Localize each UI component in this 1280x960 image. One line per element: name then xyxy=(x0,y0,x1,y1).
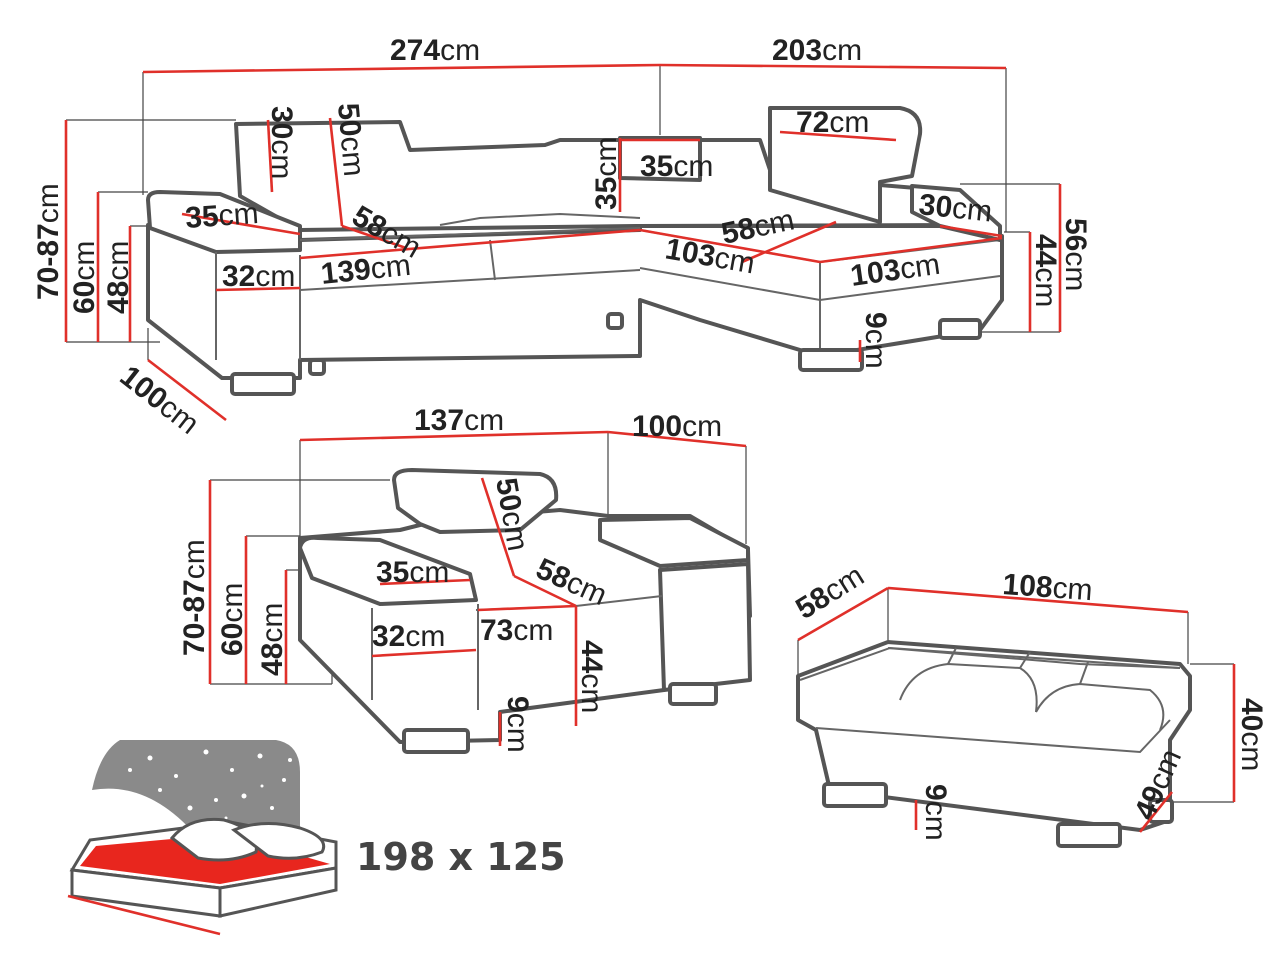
dim-label: 58cm xyxy=(790,559,870,626)
dim-label: 9cm xyxy=(919,784,952,841)
dim-label: 72cm xyxy=(796,106,869,139)
armchair-leg xyxy=(668,682,718,706)
dim-label: 32cm xyxy=(372,620,445,653)
dim-label: 48cm xyxy=(256,603,289,676)
sofa-leg xyxy=(308,358,326,376)
dim-label: 40cm xyxy=(1235,698,1268,771)
sofa-leg xyxy=(938,318,982,340)
dim-label: 32cm xyxy=(222,260,295,293)
dim-label: 9cm xyxy=(859,312,892,369)
pouf-drawing xyxy=(796,586,1236,848)
dim-label: 139cm xyxy=(319,249,412,291)
bed-size-label: 198 x 125 xyxy=(356,835,566,879)
armchair-leg xyxy=(402,728,470,754)
dim-label: 9cm xyxy=(501,696,534,753)
dim-label: 35cm xyxy=(184,197,259,235)
dim-label: 103cm xyxy=(848,248,942,293)
dim-label: 73cm xyxy=(480,614,553,647)
dim-label: 70-87cm xyxy=(178,539,211,656)
dim-label: 35cm xyxy=(376,556,449,589)
dim-label: 50cm xyxy=(489,475,534,553)
dim-label: 30cm xyxy=(265,106,298,179)
dim-label: 35cm xyxy=(590,137,623,210)
sofa-leg xyxy=(798,348,864,372)
dim-label: 100cm xyxy=(114,360,205,441)
dim-label: 56cm xyxy=(1059,218,1092,291)
sleep-function-icon xyxy=(67,740,338,936)
dim-label: 60cm xyxy=(68,241,101,314)
dim-label: 70-87cm xyxy=(32,183,65,300)
dim-label: 58cm xyxy=(719,203,798,251)
pouf-leg xyxy=(1056,822,1122,848)
dim-label: 100cm xyxy=(632,410,722,443)
dim-label: 48cm xyxy=(102,241,135,314)
dim-label: 274cm xyxy=(390,34,480,67)
pouf-leg xyxy=(822,782,888,808)
dim-label: 30cm xyxy=(917,188,993,228)
dim-label: 44cm xyxy=(575,640,608,713)
armchair-drawing xyxy=(208,430,752,754)
dim-label: 203cm xyxy=(772,34,862,67)
dim-label: 60cm xyxy=(216,583,249,656)
pouf-leg xyxy=(1148,798,1174,824)
dim-label: 50cm xyxy=(331,102,370,178)
stars xyxy=(128,749,292,820)
corner-sofa-drawing xyxy=(64,63,1062,422)
sofa-leg xyxy=(606,312,624,330)
dim-label: 44cm xyxy=(1029,234,1062,307)
dim-label: 108cm xyxy=(1002,568,1094,607)
dim-label: 35cm xyxy=(640,150,713,183)
dim-label: 137cm xyxy=(414,404,504,437)
sofa-leg xyxy=(230,372,296,396)
